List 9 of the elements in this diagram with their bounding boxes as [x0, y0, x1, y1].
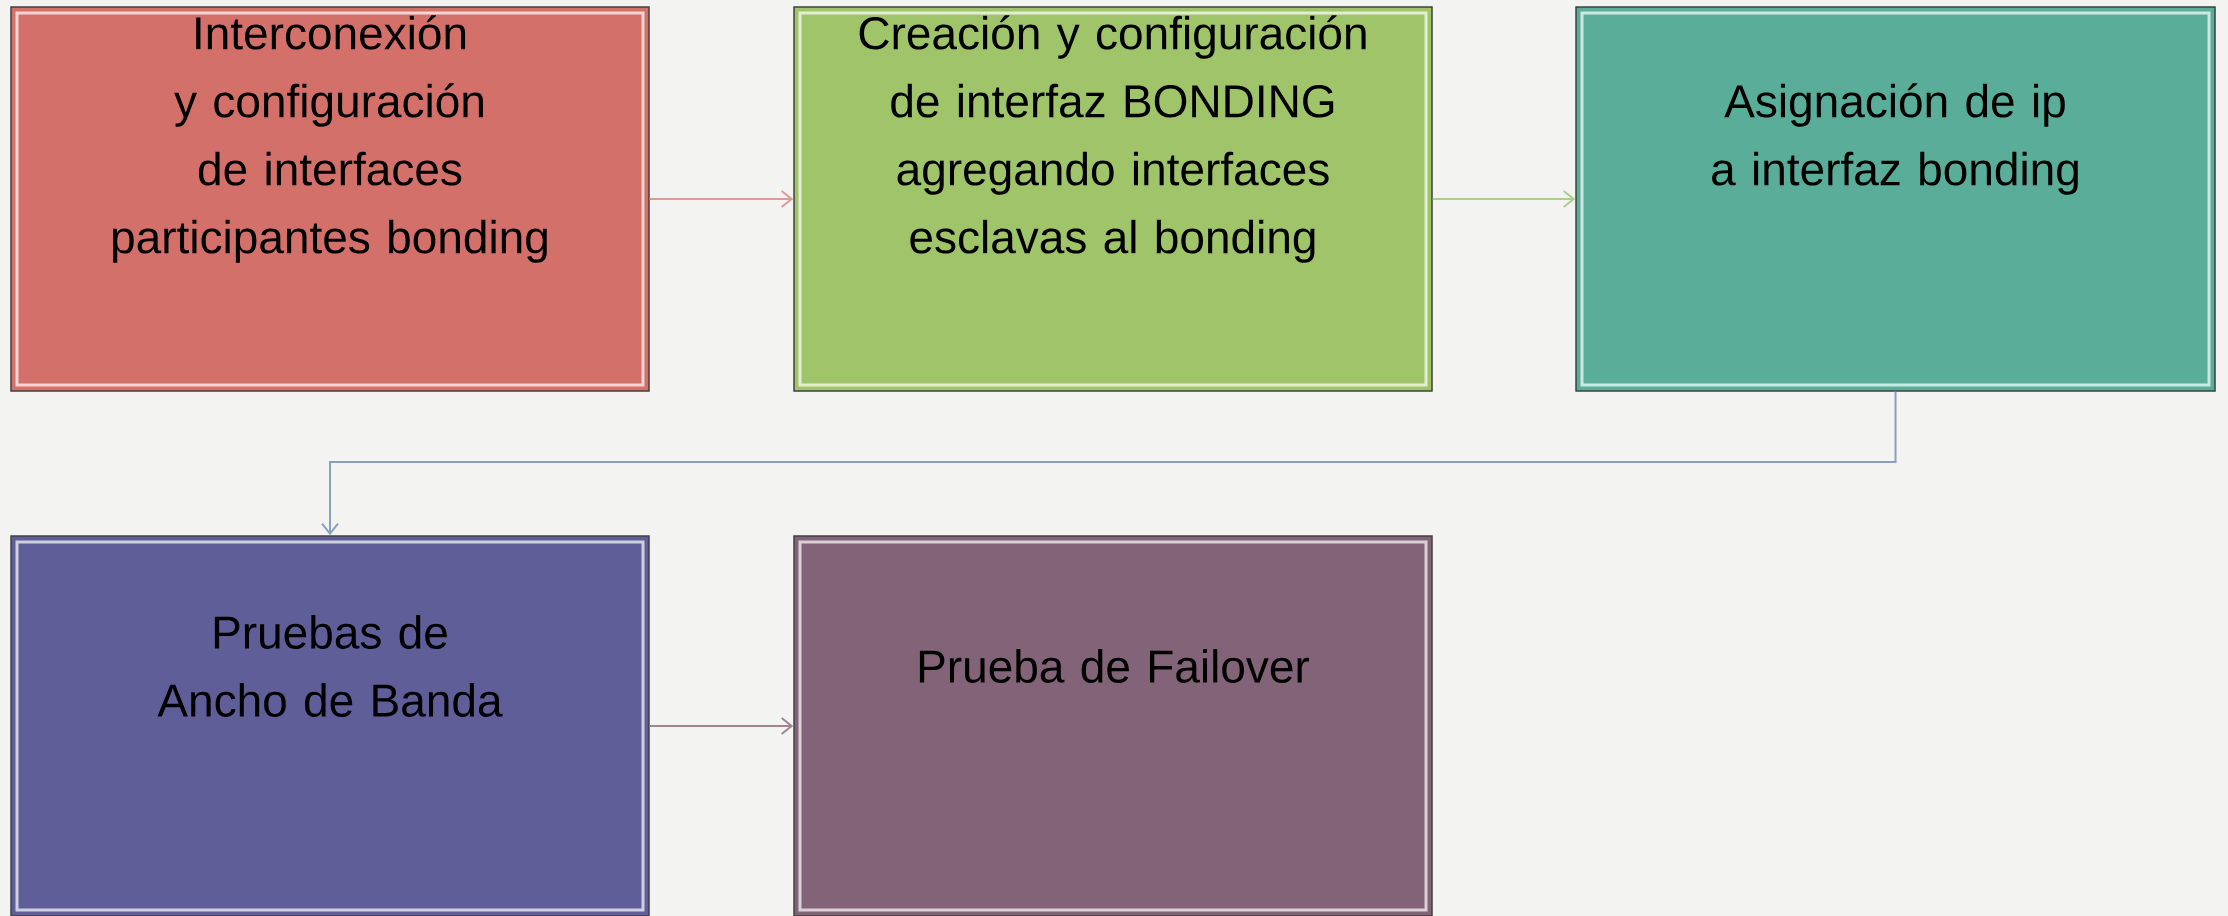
process-box: Pruebas de Ancho de Banda: [10, 535, 650, 916]
process-box: Interconexión y configuración de interfaces participantes bonding: [10, 6, 650, 392]
process-box: Prueba de Failover: [793, 535, 1433, 916]
arrow: [648, 717, 794, 735]
arrow: [321, 390, 1897, 536]
arrow: [1431, 190, 1576, 208]
process-box: Asignación de ip a interfaz bonding: [1575, 6, 2216, 392]
arrow: [648, 190, 794, 208]
process-box: Creación y configuración de interfaz BONDING agregando interfaces esclavas al bonding: [793, 6, 1433, 392]
